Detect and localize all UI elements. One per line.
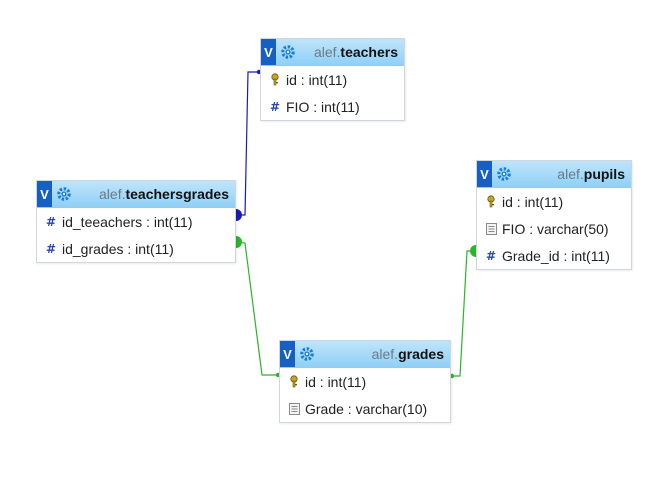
column-row[interactable]: # FIO : int(11): [261, 93, 404, 120]
column-row[interactable]: # Grade_id : int(11): [477, 242, 631, 269]
column-label: Grade_id : int(11): [502, 247, 610, 264]
hash-icon: #: [45, 241, 57, 256]
column-label: id : int(11): [305, 373, 367, 390]
table-title: alef.teachersgrades: [99, 186, 229, 202]
column-row[interactable]: id : int(11): [261, 66, 404, 93]
column-label: FIO : int(11): [286, 98, 360, 115]
column-label: id : int(11): [286, 71, 348, 88]
text-icon: [286, 401, 302, 417]
key-icon: [286, 374, 302, 390]
table-header[interactable]: V alef.teachers: [261, 39, 404, 66]
table-pupils[interactable]: V alef.pupils id : int(11) FIO : varchar…: [476, 160, 632, 270]
column-row[interactable]: FIO : varchar(50): [477, 215, 631, 242]
relation-pupils-grades: [449, 245, 476, 379]
column-label: id : int(11): [502, 193, 564, 210]
column-label: id_teeachers : int(11): [62, 213, 193, 230]
key-icon: [483, 194, 499, 210]
collapse-toggle-button[interactable]: V: [37, 181, 52, 207]
table-teachers[interactable]: V alef.teachers id : int(11) # FIO : int…: [260, 38, 405, 121]
key-icon: [267, 72, 283, 88]
column-label: FIO : varchar(50): [502, 220, 609, 237]
column-label: id_grades : int(11): [62, 240, 174, 257]
table-header[interactable]: V alef.teachersgrades: [37, 181, 235, 208]
collapse-toggle-button[interactable]: V: [261, 39, 276, 65]
table-title: alef.teachers: [313, 44, 398, 60]
gear-icon[interactable]: [280, 43, 298, 61]
column-row[interactable]: # id_teeachers : int(11): [37, 208, 235, 235]
hash-icon: #: [485, 248, 497, 263]
relation-teachersgrades-teachers: [236, 69, 262, 221]
column-row[interactable]: id : int(11): [477, 188, 631, 215]
table-title: alef.grades: [371, 346, 444, 362]
relation-teachersgrades-grades: [235, 236, 281, 378]
hash-icon: #: [45, 214, 57, 229]
hash-icon: #: [269, 99, 281, 114]
collapse-toggle-button[interactable]: V: [280, 341, 295, 367]
gear-icon[interactable]: [496, 165, 514, 183]
table-header[interactable]: V alef.grades: [280, 341, 450, 368]
table-teachersgrades[interactable]: V alef.teachersgrades # id_teeachers : i…: [36, 180, 236, 263]
collapse-toggle-button[interactable]: V: [477, 161, 492, 187]
column-row[interactable]: # id_grades : int(11): [37, 235, 235, 262]
table-header[interactable]: V alef.pupils: [477, 161, 631, 188]
gear-icon[interactable]: [56, 185, 74, 203]
column-row[interactable]: id : int(11): [280, 368, 450, 395]
column-row[interactable]: Grade : varchar(10): [280, 395, 450, 422]
column-label: Grade : varchar(10): [305, 400, 428, 417]
table-grades[interactable]: V alef.grades id : int(11) Grade : varch…: [279, 340, 451, 423]
table-title: alef.pupils: [557, 166, 625, 182]
gear-icon[interactable]: [299, 345, 317, 363]
text-icon: [483, 221, 499, 237]
